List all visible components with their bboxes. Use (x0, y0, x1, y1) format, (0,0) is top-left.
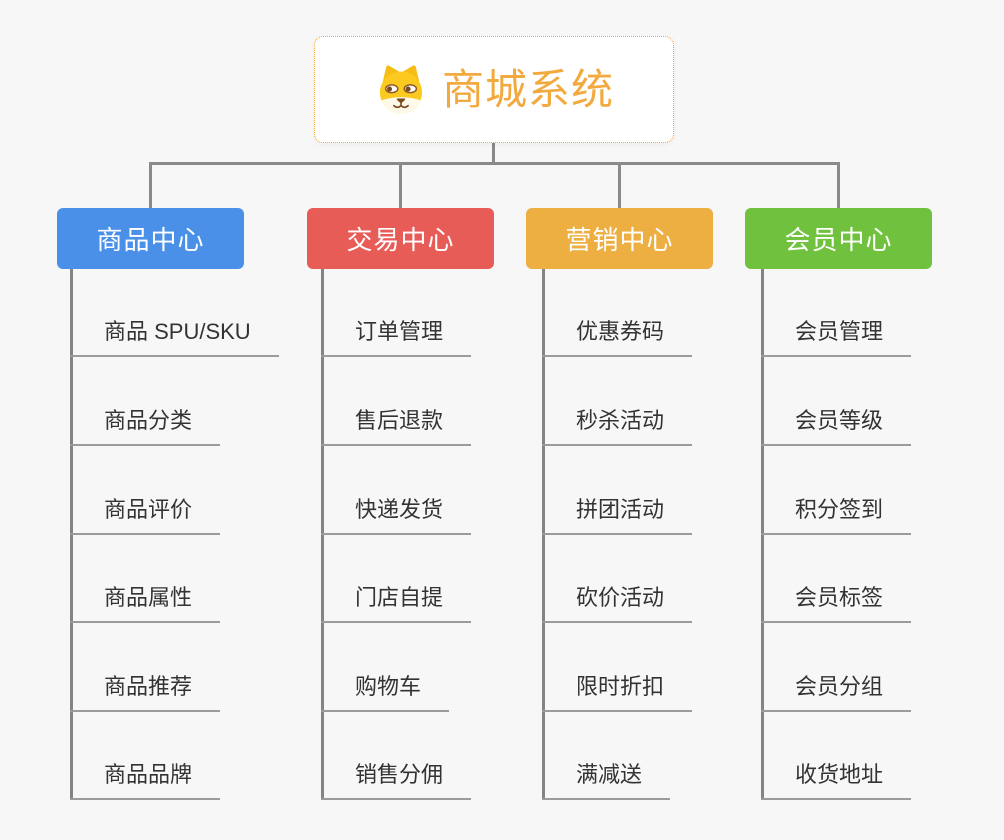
branch-member-center[interactable]: 会员中心 (745, 208, 932, 269)
connector-root-stub (492, 143, 495, 165)
root-title: 商城系统 (441, 65, 614, 113)
child-topic[interactable]: 积分签到 (761, 495, 912, 535)
child-topic[interactable]: 商品 SPU/SKU (70, 317, 279, 357)
doge-face-icon (379, 64, 423, 114)
child-topic[interactable]: 会员标签 (761, 583, 912, 623)
child-topic[interactable]: 销售分佣 (321, 760, 472, 800)
child-topic[interactable]: 满减送 (542, 760, 671, 800)
connector-drop (149, 165, 152, 208)
child-topic[interactable]: 商品品牌 (70, 760, 221, 800)
child-topic[interactable]: 快递发货 (321, 495, 472, 535)
child-topic[interactable]: 会员分组 (761, 672, 912, 712)
connector-bus (149, 162, 840, 165)
child-topic[interactable]: 秒杀活动 (542, 406, 693, 446)
child-topic[interactable]: 订单管理 (321, 317, 472, 357)
child-topic[interactable]: 售后退款 (321, 406, 472, 446)
connector-drop (837, 165, 840, 208)
child-topic[interactable]: 拼团活动 (542, 495, 693, 535)
child-topic[interactable]: 商品评价 (70, 495, 221, 535)
child-topic[interactable]: 商品分类 (70, 406, 221, 446)
branch-product-center[interactable]: 商品中心 (57, 208, 244, 269)
child-topic[interactable]: 门店自提 (321, 583, 472, 623)
child-topic[interactable]: 商品属性 (70, 583, 221, 623)
branch-marketing-center[interactable]: 营销中心 (526, 208, 713, 269)
branch-trade-center[interactable]: 交易中心 (307, 208, 494, 269)
connector-drop (618, 165, 621, 208)
child-topic[interactable]: 收货地址 (761, 760, 912, 800)
child-topic[interactable]: 砍价活动 (542, 583, 693, 623)
connector-drop (399, 165, 402, 208)
child-topic[interactable]: 会员等级 (761, 406, 912, 446)
child-topic[interactable]: 限时折扣 (542, 672, 693, 712)
child-topic[interactable]: 购物车 (321, 672, 450, 712)
root-node[interactable]: 商城系统 (314, 36, 674, 143)
child-topic[interactable]: 优惠券码 (542, 317, 693, 357)
child-topic[interactable]: 商品推荐 (70, 672, 221, 712)
child-topic[interactable]: 会员管理 (761, 317, 912, 357)
